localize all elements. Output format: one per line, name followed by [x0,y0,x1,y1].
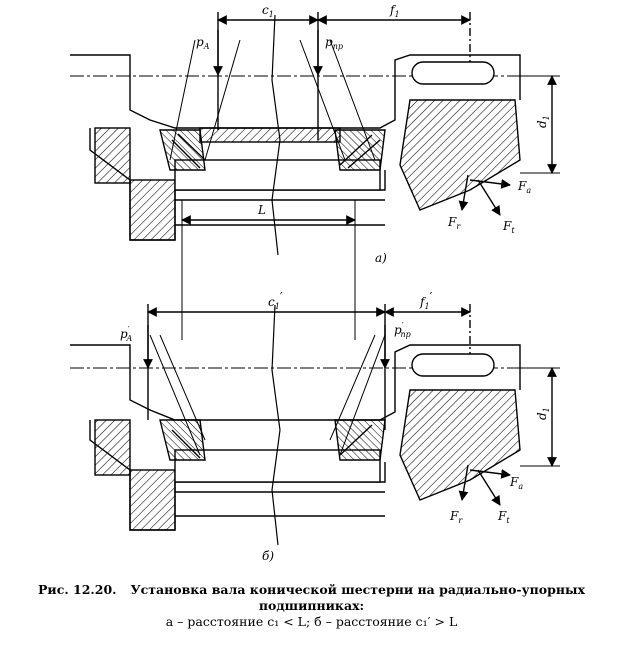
label-Fr: Fr [447,215,461,231]
pinion-a [399,99,521,211]
label-Ft-b: Ft [497,509,510,525]
label-f1-prime: f1′ [419,290,433,311]
label-pA-prime: p′A [120,325,133,343]
left-bearing-a [159,129,206,171]
figure-number: Рис. 12.20. [38,582,117,597]
label-Ft: Ft [502,219,515,235]
caption-title: Установка вала конической шестерни на ра… [130,582,585,613]
label-ppr-prime: p′пр [394,321,411,339]
label-Fa: Fa [517,179,531,195]
right-bearing-a [334,129,386,171]
label-Fa-b: Fa [509,475,523,491]
label-d1-b: d1 [535,407,551,420]
housing-a [70,54,521,129]
view-a [70,12,560,256]
label-ppr: pпр [325,35,343,51]
labels-view-a: c1 f1 pA pпр d1 Fa Fr Ft L а) [196,3,551,265]
panel-label-b: б) [262,549,274,563]
pinion-b [399,389,521,501]
label-c1-prime: c1′ [268,290,283,311]
right-bearing-b [334,419,386,461]
panel-label-a: а) [375,251,387,265]
label-pA: pA [196,35,210,51]
view-b [70,304,560,546]
figure-caption: Рис. 12.20. Установка вала конической ше… [0,582,623,630]
label-L: L [257,203,266,217]
label-d1: d1 [535,115,551,128]
caption-line2: а – расстояние c₁ < L; б – расстояние c₁… [165,614,458,629]
label-c1: c1 [262,3,274,19]
labels-view-b: c1′ f1′ p′A p′пр d1 Fa Fr Ft б) [120,290,551,563]
bevel-pinion-shaft-drawing: c1 f1 pA pпр d1 Fa Fr Ft L а) c1′ f1′ p′… [70,3,560,563]
left-bearing-b [159,419,206,461]
label-f1: f1 [389,3,400,19]
label-Fr-b: Fr [449,509,463,525]
